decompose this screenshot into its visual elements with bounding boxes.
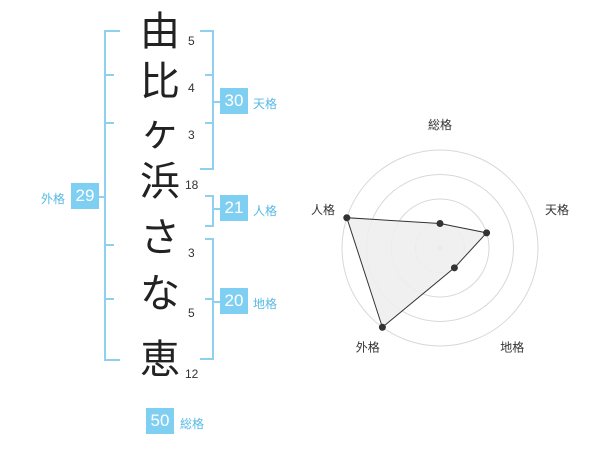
- tenkaku-bracket-tick: [200, 168, 214, 170]
- radar-grid-ring: [415, 223, 465, 273]
- stroke-count-3: 3: [188, 128, 195, 142]
- name-char-6: な: [140, 271, 180, 317]
- radar-grid-ring: [390, 198, 490, 298]
- tenkaku-value: 30: [220, 88, 248, 114]
- radar-point-2: [483, 229, 491, 237]
- gaikaku-label: 外格: [41, 192, 66, 206]
- name-char-1: 由: [140, 9, 180, 55]
- jinkaku-bracket: [212, 195, 214, 227]
- gaikaku-bracket-tick: [104, 244, 114, 246]
- chikaku-value: 20: [220, 288, 248, 314]
- jinkaku-bracket-tick: [205, 225, 214, 227]
- radar-axis-label-4: 外格: [356, 340, 380, 355]
- radar-axis-label-3: 地格: [500, 340, 524, 355]
- jinkaku-connector: [212, 208, 220, 210]
- tenkaku-bracket-tick: [200, 30, 214, 32]
- radar-point-5: [343, 214, 351, 222]
- chikaku-bracket-tick: [205, 238, 214, 240]
- name-char-5: さ: [140, 215, 180, 261]
- gaikaku-bracket-tick: [104, 74, 114, 76]
- radar-point-1: [436, 220, 444, 227]
- chikaku-bracket-tick: [200, 358, 214, 360]
- stroke-count-1: 5: [188, 34, 195, 48]
- radar-grid-ring: [366, 174, 514, 322]
- tenkaku-connector: [212, 101, 220, 103]
- radar-grid-ring: [341, 149, 539, 347]
- tenkaku-bracket-tick: [205, 122, 214, 124]
- stroke-count-2: 4: [188, 81, 195, 95]
- tenkaku-bracket-tick: [205, 74, 214, 76]
- radar-area: [346, 217, 488, 329]
- gaikaku-bracket-tick: [104, 30, 120, 32]
- stroke-count-7: 12: [185, 367, 199, 381]
- radar-axis-label-2: 天格: [545, 202, 569, 217]
- gaikaku-value: 29: [71, 183, 99, 209]
- name-char-7: 恵: [140, 337, 180, 383]
- tenkaku-label: 天格: [253, 97, 278, 111]
- gaikaku-connector: [99, 196, 106, 198]
- name-char-4: 浜: [140, 159, 180, 205]
- jinkaku-label: 人格: [253, 204, 278, 218]
- name-char-3: ヶ: [140, 109, 180, 155]
- chikaku-label: 地格: [253, 297, 278, 311]
- radar-point-4: [378, 323, 386, 331]
- gaikaku-bracket-tick: [104, 122, 114, 124]
- tenkaku-bracket: [212, 30, 214, 170]
- radar-axis-label-5: 人格: [311, 202, 335, 217]
- jinkaku-bracket-tick: [205, 195, 214, 197]
- jinkaku-value: 21: [220, 195, 248, 221]
- radar-axis-label-1: 総格: [428, 117, 452, 132]
- radar-point-3: [450, 264, 458, 272]
- name-char-2: 比: [140, 59, 180, 105]
- stroke-count-6: 5: [188, 306, 195, 320]
- gaikaku-bracket-tick: [104, 298, 114, 300]
- radar-center: [437, 245, 443, 251]
- chikaku-bracket-tick: [205, 298, 214, 300]
- soukaku-label: 総格: [180, 417, 205, 431]
- stroke-count-5: 3: [188, 246, 195, 260]
- stroke-count-4: 18: [185, 178, 199, 192]
- gaikaku-bracket-tick: [104, 359, 120, 361]
- chikaku-connector: [212, 301, 220, 303]
- gaikaku-bracket: [104, 30, 106, 360]
- soukaku-value: 50: [146, 408, 174, 434]
